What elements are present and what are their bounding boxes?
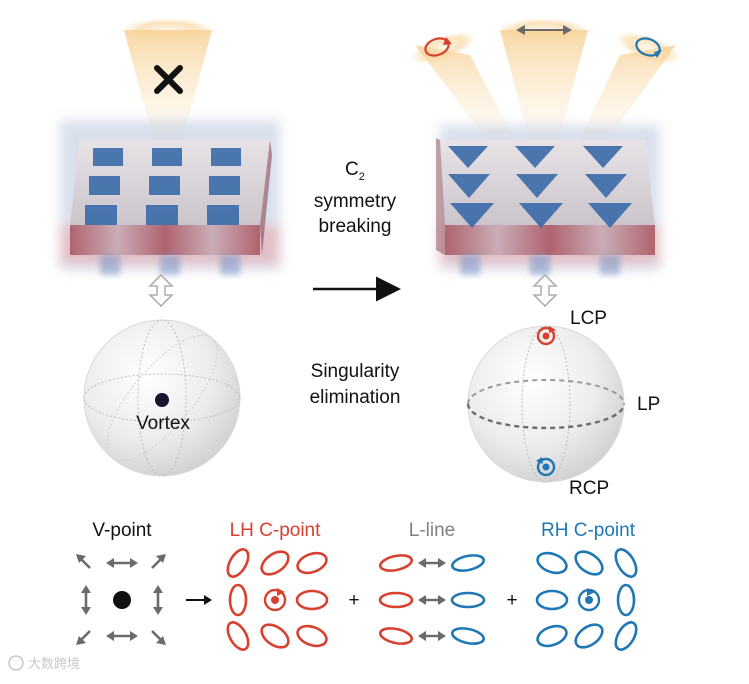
- lh-center-rotation-icon: [263, 588, 287, 612]
- cross-icon: [154, 65, 183, 94]
- lcp-label: LCP: [570, 308, 607, 329]
- c2-label: C2: [345, 159, 365, 183]
- lh-cpoint-label: LH C-point: [230, 520, 322, 541]
- rh-cpoint-field: [535, 548, 638, 651]
- vpoint-to-lh-arrow: [186, 595, 212, 605]
- left-vertical-double-arrow-icon: [148, 273, 174, 308]
- plus-sign-2: +: [506, 590, 517, 611]
- lcp-beam-rotation-arrow-icon: [424, 37, 452, 57]
- singularity-label: Singularity: [311, 361, 400, 382]
- breaking-label: breaking: [319, 216, 392, 237]
- vpoint-center: [113, 591, 131, 609]
- right-poincare-sphere: [466, 325, 626, 483]
- vpoint-label: V-point: [92, 520, 152, 541]
- lh-cpoint-field: [226, 548, 329, 651]
- right-photonic-slab: [436, 125, 660, 275]
- right-vertical-double-arrow-icon: [532, 273, 558, 308]
- plus-sign-1: +: [348, 590, 359, 611]
- lline-label: L-line: [409, 520, 455, 541]
- lp-label: LP: [637, 394, 660, 415]
- rh-center-rotation-icon: [577, 588, 601, 612]
- rcp-beam-rotation-arrow-icon: [635, 37, 662, 58]
- left-poincare-sphere: [83, 319, 241, 477]
- right-beams: [410, 18, 681, 150]
- left-beam: [122, 18, 214, 150]
- vortex-label: Vortex: [136, 413, 190, 434]
- symmetry-label: symmetry: [314, 191, 397, 212]
- elimination-label: elimination: [310, 387, 401, 408]
- rh-cpoint-label: RH C-point: [541, 520, 636, 541]
- rcp-pole-icon: [536, 457, 556, 477]
- vortex-point: [155, 393, 169, 407]
- left-photonic-slab: [60, 120, 280, 275]
- watermark: 大数跨境: [8, 655, 80, 671]
- watermark-text: 大数跨境: [28, 656, 80, 671]
- rcp-label: RCP: [569, 478, 609, 499]
- vpoint-field: [76, 554, 166, 645]
- lcp-pole-icon: [536, 326, 556, 346]
- lline-field: [378, 554, 486, 645]
- linear-polarization-double-arrow-icon: [516, 25, 572, 35]
